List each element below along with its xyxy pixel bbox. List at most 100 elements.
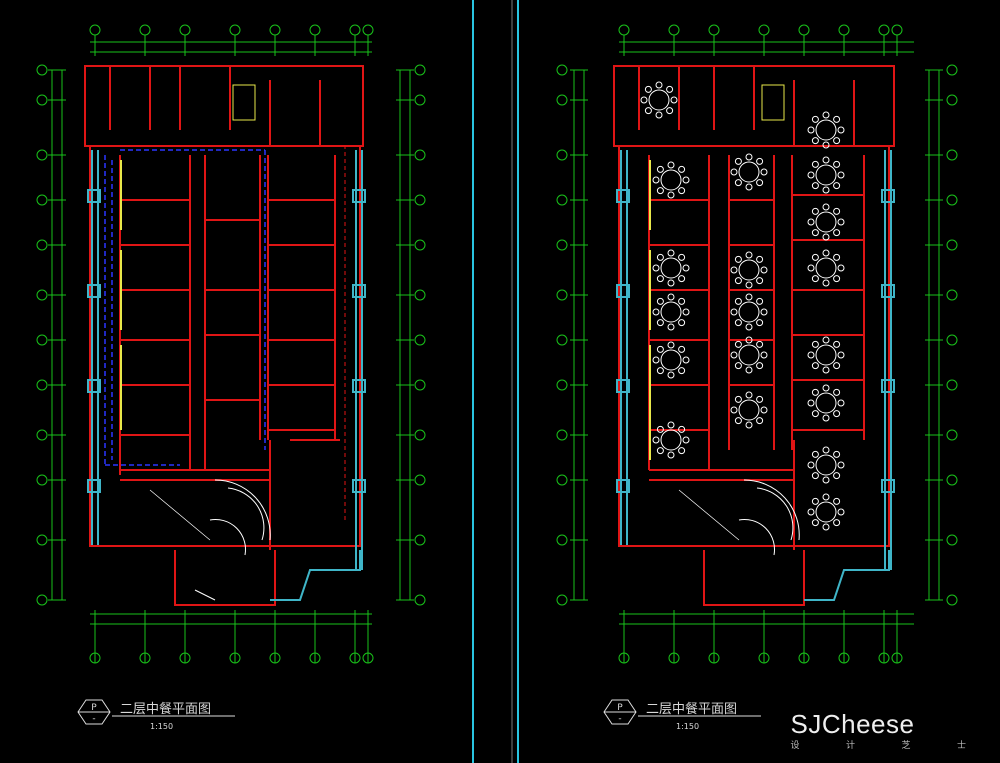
chair: [833, 253, 841, 261]
chair: [756, 179, 764, 187]
chair: [730, 406, 738, 414]
chair: [833, 182, 841, 190]
floor-plan-drawing-right: P - 二层中餐平面图 1:150: [511, 0, 958, 763]
chair: [807, 351, 815, 359]
chair: [644, 107, 652, 115]
chair: [652, 264, 660, 272]
round-table: [807, 384, 845, 422]
chair: [678, 367, 686, 375]
axis-bubble: [946, 94, 958, 106]
chair: [807, 218, 815, 226]
floor-plan-drawing-left: P - 二层中餐平面图 1:150: [36, 0, 474, 763]
drawing-title: 二层中餐平面图: [120, 701, 211, 717]
axis-bubble: [946, 239, 958, 251]
chair: [822, 141, 830, 149]
axis-bubble: [556, 289, 568, 301]
chair: [811, 275, 819, 283]
axis-bubble: [269, 24, 281, 36]
round-table: [730, 336, 768, 374]
walls: [613, 65, 895, 606]
chair: [682, 176, 690, 184]
axis-bubble: [946, 289, 958, 301]
round-table: [652, 421, 690, 459]
axis-bubble: [414, 534, 426, 546]
chair: [656, 275, 664, 283]
axis-bubble: [414, 594, 426, 606]
symbol-top-text: P: [617, 703, 623, 713]
axis-bubble: [891, 24, 903, 36]
chair: [678, 297, 686, 305]
chair: [678, 165, 686, 173]
chair: [837, 461, 845, 469]
chair: [811, 160, 819, 168]
axis-bubble: [946, 594, 958, 606]
chair: [730, 266, 738, 274]
axis-bubble: [556, 94, 568, 106]
chair: [833, 388, 841, 396]
chair: [667, 451, 675, 459]
chair: [734, 157, 742, 165]
chair: [811, 182, 819, 190]
chair: [822, 476, 830, 484]
chair: [807, 508, 815, 516]
round-table: [640, 81, 678, 119]
chair: [837, 171, 845, 179]
chair: [640, 96, 648, 104]
chair: [756, 417, 764, 425]
chair: [822, 384, 830, 392]
chair: [678, 275, 686, 283]
axis-bubble: [618, 24, 630, 36]
chair: [811, 497, 819, 505]
chair: [833, 519, 841, 527]
chair: [745, 421, 753, 429]
chair: [807, 171, 815, 179]
chair: [730, 308, 738, 316]
chair: [756, 362, 764, 370]
drawing-title: 二层中餐平面图: [646, 701, 737, 717]
chair: [811, 253, 819, 261]
chair: [656, 253, 664, 261]
axis-bubble: [668, 24, 680, 36]
chair: [760, 351, 768, 359]
axis-bubble: [708, 24, 720, 36]
axis-bubble: [414, 64, 426, 76]
round-table: [652, 249, 690, 287]
chair: [837, 508, 845, 516]
axis-bubble: [36, 334, 48, 346]
chair: [822, 111, 830, 119]
axis-bubble: [414, 379, 426, 391]
axis-bubble: [36, 239, 48, 251]
round-table: [730, 153, 768, 191]
chair: [667, 323, 675, 331]
chair: [656, 345, 664, 353]
chair: [811, 362, 819, 370]
axis-bubble: [758, 24, 770, 36]
round-table: [652, 293, 690, 331]
drawing-title-block: P - 二层中餐平面图 1:150: [603, 699, 761, 731]
symbol-top-text: P: [91, 703, 97, 713]
chair: [656, 297, 664, 305]
round-table: [807, 446, 845, 484]
stair-core: [761, 84, 785, 121]
chair: [833, 229, 841, 237]
watermark-brand: SJCheese: [790, 709, 915, 739]
chair: [822, 366, 830, 374]
axis-bubble: [36, 94, 48, 106]
drawing-scale: 1:150: [676, 722, 699, 731]
dining-tables: [640, 81, 845, 531]
chair: [833, 207, 841, 215]
axis-bubble: [946, 429, 958, 441]
axis-bubble: [556, 594, 568, 606]
chair: [656, 367, 664, 375]
chair: [760, 406, 768, 414]
chair: [822, 336, 830, 344]
chair: [667, 249, 675, 257]
chair: [807, 399, 815, 407]
watermark-logo: SJCheese 设 计 芝 士: [790, 711, 988, 751]
chair: [666, 85, 674, 93]
chair: [811, 207, 819, 215]
drawing-scale: 1:150: [150, 722, 173, 731]
chair: [833, 497, 841, 505]
chair: [833, 472, 841, 480]
chair: [644, 85, 652, 93]
